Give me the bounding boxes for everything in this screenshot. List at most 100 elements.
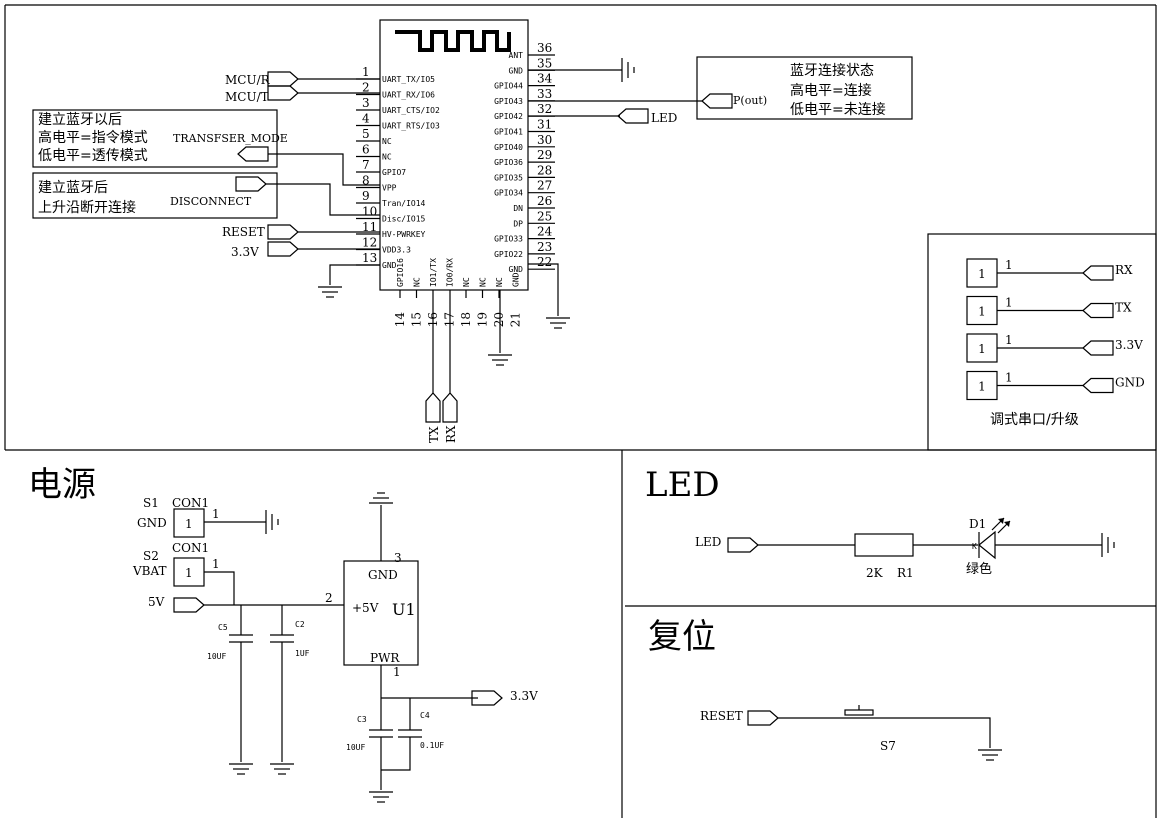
pin-name: GPIO43 bbox=[494, 97, 523, 106]
pin-number: 33 bbox=[537, 87, 552, 101]
r1-ref: R1 bbox=[897, 566, 914, 580]
debug-port-flag bbox=[1082, 302, 1114, 319]
reset-section: 复位 RESET S7 bbox=[648, 617, 1003, 761]
debug-pin-index: 1 bbox=[1005, 371, 1013, 385]
module-body bbox=[379, 19, 529, 291]
antenna-icon bbox=[395, 30, 511, 52]
u1-in-label: +5V bbox=[352, 601, 379, 615]
pin-number: 32 bbox=[537, 102, 552, 116]
c5-value: 10UF bbox=[207, 652, 226, 661]
pin-number: 8 bbox=[362, 174, 370, 188]
pin-name: GPIO7 bbox=[382, 168, 406, 177]
pin-number: 26 bbox=[537, 194, 552, 208]
s1-connector bbox=[173, 508, 205, 538]
debug-pin-number: 1 bbox=[978, 342, 986, 356]
debug-pin-index: 1 bbox=[1005, 258, 1013, 272]
ground-symbol-s1 bbox=[265, 509, 279, 535]
debug-pin-index: 1 bbox=[1005, 333, 1013, 347]
net-label-3v3-out: 3.3V bbox=[510, 689, 538, 703]
u1-ref: U1 bbox=[392, 600, 416, 619]
pin-number: 13 bbox=[362, 251, 377, 265]
pin-name: IO0/RX bbox=[446, 258, 455, 287]
pin-name: GPIO16 bbox=[396, 258, 405, 287]
led-in-port bbox=[727, 537, 759, 553]
net-label-led-out: LED bbox=[651, 111, 677, 125]
mcu-ports: MCU/R MCU/T bbox=[225, 71, 380, 104]
p-out-port bbox=[701, 93, 733, 109]
pin-name: GPIO44 bbox=[494, 82, 523, 91]
pin-number: 4 bbox=[362, 112, 370, 126]
module-bottom-pins: 14GPIO1615NC16IO1/TX17IO0/RX18NC19NC20NC… bbox=[393, 258, 523, 327]
net-label-3v3: 3.3V bbox=[231, 245, 259, 259]
r1-resistor bbox=[854, 533, 914, 557]
pin-number: 35 bbox=[537, 56, 552, 70]
pin-name: NC bbox=[382, 137, 392, 146]
debug-net-label: 3.3V bbox=[1115, 338, 1143, 352]
net-label-mcu-t: MCU/T bbox=[225, 90, 269, 104]
pin-number: 3 bbox=[362, 96, 370, 110]
pin-name: GND bbox=[382, 261, 397, 270]
rx-port bbox=[442, 392, 458, 423]
pin-number: 27 bbox=[537, 179, 552, 193]
pin-name: Disc/IO15 bbox=[382, 215, 426, 224]
power-ports: RESET 3.3V bbox=[222, 224, 380, 298]
net-label-pout: P(out) bbox=[733, 94, 767, 107]
net-label-disconnect: DISCONNECT bbox=[170, 195, 252, 208]
c2-value: 1UF bbox=[295, 649, 310, 658]
pin-name: ANT bbox=[509, 51, 524, 60]
s7-ref: S7 bbox=[880, 739, 896, 753]
pin-number: 10 bbox=[362, 205, 377, 219]
pin-name: DP bbox=[513, 219, 523, 228]
s2-con: CON1 bbox=[172, 541, 209, 555]
bottom-wiring: TX RX bbox=[425, 290, 513, 443]
pin-number: 9 bbox=[362, 189, 370, 203]
c4-ref: C4 bbox=[420, 711, 430, 720]
s2-ref: S2 bbox=[143, 549, 159, 563]
pin-name: NC bbox=[413, 277, 422, 287]
pin-number: 24 bbox=[537, 225, 553, 239]
debug-net-label: TX bbox=[1115, 301, 1132, 315]
led-out-port bbox=[617, 108, 649, 124]
pin-name: GND bbox=[509, 265, 524, 274]
pin-name: DN bbox=[513, 204, 523, 213]
power-title: 电源 bbox=[28, 465, 96, 505]
led-section: LED LED 2K R1 D1 K 绿色 bbox=[645, 465, 1115, 580]
s2-net: VBAT bbox=[132, 564, 167, 578]
pin-number: 31 bbox=[537, 118, 552, 132]
pin-name: UART_TX/IO5 bbox=[382, 75, 435, 84]
pin-number: 11 bbox=[362, 220, 377, 234]
mode-note-line2: 高电平=指令模式 bbox=[38, 129, 148, 146]
pin-name: UART_RX/IO6 bbox=[382, 91, 435, 100]
mode-note-line3: 低电平=透传模式 bbox=[38, 148, 148, 164]
debug-port-flag bbox=[1082, 340, 1114, 356]
disc-note-line1: 建立蓝牙后 bbox=[38, 180, 108, 196]
d1-diode bbox=[978, 530, 996, 560]
pin-number: 18 bbox=[459, 312, 473, 327]
net-label-tx: TX bbox=[427, 426, 441, 443]
pin-number: 20 bbox=[492, 312, 506, 327]
status-note-line3: 低电平=未连接 bbox=[790, 101, 886, 118]
ground-symbol-led bbox=[1101, 532, 1115, 558]
net-label-rx: RX bbox=[444, 425, 458, 443]
pin-number: 6 bbox=[362, 143, 370, 157]
led-title: LED bbox=[645, 465, 720, 505]
mcu-t-port bbox=[267, 85, 299, 101]
pin-name: GPIO41 bbox=[494, 128, 523, 137]
s1-pin-num: 1 bbox=[212, 507, 220, 521]
pin-name: NC bbox=[462, 277, 471, 287]
c3-value: 10UF bbox=[346, 743, 365, 752]
pin-number: 19 bbox=[476, 312, 490, 327]
r1-value: 2K bbox=[866, 566, 884, 580]
pin-name: UART_CTS/IO2 bbox=[382, 106, 440, 115]
pin-number: 28 bbox=[537, 163, 552, 177]
pin-name: HV-PWRKEY bbox=[382, 230, 426, 239]
ground-symbol-c2 bbox=[269, 763, 295, 775]
status-note: P(out) 蓝牙连接状态 高电平=连接 低电平=未连接 bbox=[696, 56, 913, 120]
c5-ref: C5 bbox=[218, 623, 228, 632]
v33-port bbox=[267, 241, 299, 257]
status-note-line1: 蓝牙连接状态 bbox=[790, 62, 874, 79]
pin-number: 23 bbox=[537, 240, 552, 254]
pin-number: 25 bbox=[537, 209, 552, 223]
